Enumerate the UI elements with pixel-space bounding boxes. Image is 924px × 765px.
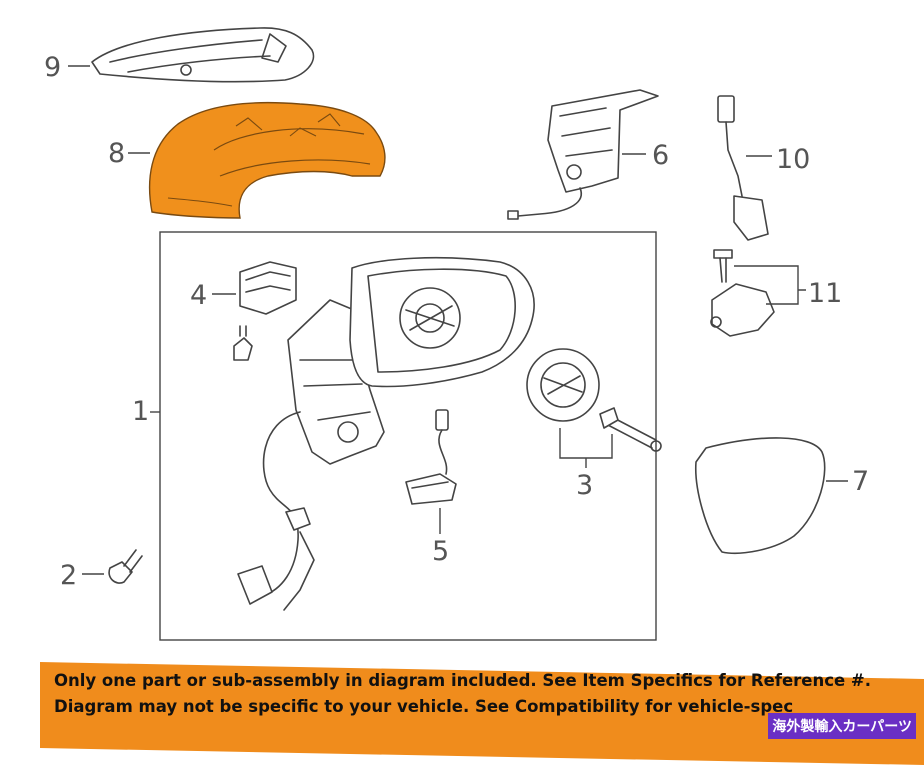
assembly-frame (159, 231, 657, 641)
callout-3: 3 (576, 470, 593, 501)
part-4-actuator (233, 261, 297, 361)
part-8-mirror-cover (148, 101, 386, 219)
wire-harness (237, 411, 315, 611)
part-2-screw (108, 549, 143, 584)
part-3-motor-and-screw (526, 348, 662, 452)
seller-watermark: 海外製輸入カーパーツ (768, 713, 916, 739)
leader-3 (559, 428, 613, 468)
part-7-mirror-glass (695, 437, 826, 555)
callout-9: 9 (44, 52, 61, 83)
part-11-bolt-and-clip (710, 249, 775, 337)
mirror-housing (287, 256, 535, 465)
leader-11 (734, 265, 806, 305)
callout-6: 6 (652, 140, 669, 171)
disclaimer-line-2: Diagram may not be specific to your vehi… (54, 697, 794, 716)
callout-2: 2 (60, 560, 77, 591)
callout-4: 4 (190, 280, 207, 311)
callout-7: 7 (852, 466, 869, 497)
callout-5: 5 (432, 536, 449, 567)
callout-10: 10 (776, 144, 810, 175)
callout-11: 11 (808, 278, 842, 309)
part-10-connector-wire (717, 95, 769, 241)
part-6-bracket (507, 89, 659, 220)
disclaimer-line-1: Only one part or sub-assembly in diagram… (54, 671, 872, 690)
part-5-connector (405, 409, 457, 505)
parts-diagram: 9 8 6 10 11 1 (44, 27, 869, 641)
callout-8: 8 (108, 138, 125, 169)
part-9-signal-lamp (91, 27, 315, 83)
callout-1: 1 (132, 396, 149, 427)
